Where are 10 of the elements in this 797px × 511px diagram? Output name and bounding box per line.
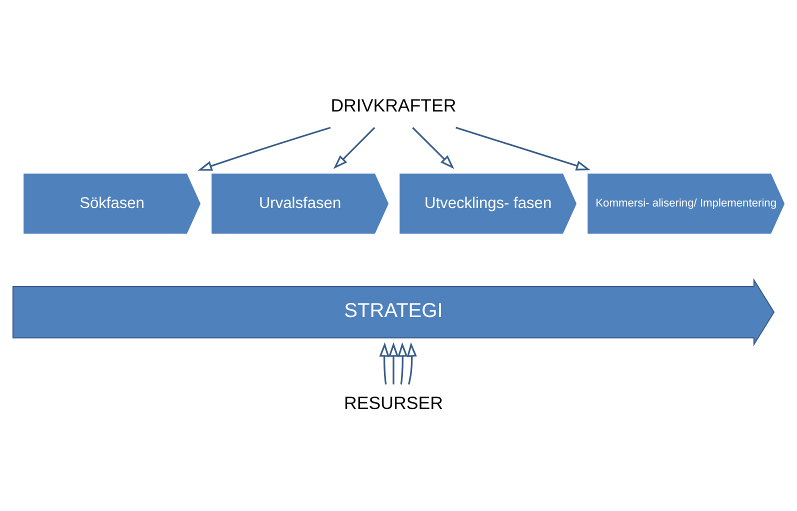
arrow: [333, 126, 376, 169]
arrow: [388, 342, 399, 384]
node-text: RESURSER: [344, 392, 443, 412]
arrow: [412, 126, 454, 169]
arrow: [379, 342, 390, 384]
arrow: [398, 342, 408, 384]
arrow: [406, 342, 417, 384]
node-text: DRIVKRAFTER: [330, 95, 456, 116]
arrow: [198, 126, 331, 170]
arrow: [456, 126, 590, 170]
